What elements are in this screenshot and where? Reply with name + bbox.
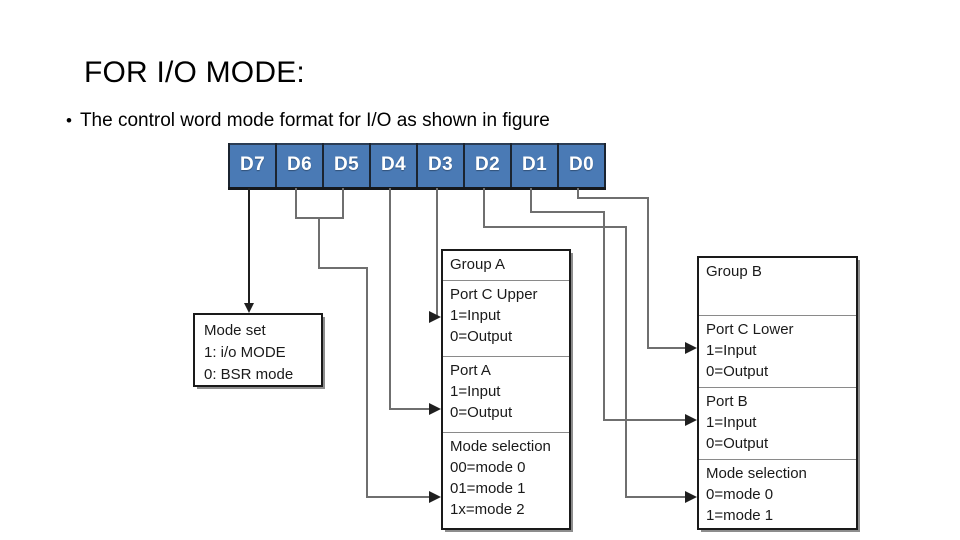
group-b-s3-line-2: 0=mode 0 [706,486,774,503]
group-a-s2-line-2: 1=Input [450,383,501,400]
group-b-s2-line-2: 1=Input [706,414,757,431]
mode-set-line-1: Mode set [204,322,266,339]
group-b-port-b-section: Port B 1=Input 0=Output [699,388,856,460]
bit-cell-d3[interactable]: D3 [418,143,465,187]
group-b-s2-line-1: Port B [706,393,748,410]
group-a-s1-line-1: Port C Upper [450,286,538,303]
group-a-s1-line-3: 0=Output [450,328,513,345]
arrow-group-a-mode-selection [429,491,441,503]
bullet-text: The control word mode format for I/O as … [79,110,550,131]
bit-cell-d6[interactable]: D6 [277,143,324,187]
group-b-s1-line-1: Port C Lower [706,321,794,338]
bit-cell-d0[interactable]: D0 [559,143,606,187]
page-title: FOR I/O MODE: [84,56,305,89]
bit-cell-d7[interactable]: D7 [228,143,277,187]
group-b-s3-line-1: Mode selection [706,465,807,482]
mode-set-box: Mode set 1: i/o MODE 0: BSR mode [193,313,323,387]
group-a-s2-line-3: 0=Output [450,404,513,421]
group-b-box: Group B Port C Lower 1=Input 0=Output Po… [697,256,858,530]
bit-cell-d1[interactable]: D1 [512,143,559,187]
group-b-title: Group B [706,263,762,280]
group-b-s1-line-2: 1=Input [706,342,757,359]
mode-set-line-2: 1: i/o MODE [204,344,286,361]
arrow-group-b-mode-selection [685,491,697,503]
group-a-s2-line-1: Port A [450,362,491,379]
group-a-port-a-section: Port A 1=Input 0=Output [443,357,569,433]
group-a-header: Group A [443,251,569,281]
group-b-port-c-lower-section: Port C Lower 1=Input 0=Output [699,316,856,388]
group-a-mode-selection-section: Mode selection 00=mode 0 01=mode 1 1x=mo… [443,433,569,528]
wire-d0-to-group-b-portc [577,188,687,349]
group-b-mode-selection-section: Mode selection 0=mode 0 1=mode 1 [699,460,856,530]
bullet-line: • The control word mode format for I/O a… [66,110,550,132]
arrow-group-b-port-c-lower [685,342,697,354]
arrow-group-a-port-c-upper [429,311,441,323]
group-b-s3-line-3: 1=mode 1 [706,507,774,524]
group-a-s3-line-1: Mode selection [450,438,551,455]
bit-cell-d2[interactable]: D2 [465,143,512,187]
mode-set-line-3: 0: BSR mode [204,366,294,383]
arrow-group-b-port-b [685,414,697,426]
bit-cell-d4[interactable]: D4 [371,143,418,187]
wire-d4-to-group-a-port-a [389,188,431,410]
wire-d6-d5-to-group-a-mode [318,218,431,498]
group-a-s3-line-4: 1x=mode 2 [450,501,525,518]
bullet-marker-icon: • [66,111,72,130]
mode-set-body: Mode set 1: i/o MODE 0: BSR mode [195,315,321,391]
group-a-s3-line-3: 01=mode 1 [450,480,526,497]
group-b-header: Group B [699,258,856,316]
group-a-title: Group A [450,256,506,273]
arrow-group-a-port-a [429,403,441,415]
group-a-port-c-upper-section: Port C Upper 1=Input 0=Output [443,281,569,357]
group-b-s2-line-3: 0=Output [706,435,769,452]
group-a-s1-line-2: 1=Input [450,307,501,324]
group-a-box: Group A Port C Upper 1=Input 0=Output Po… [441,249,571,530]
wire-d6-d5-bracket [295,188,344,219]
bit-cell-d5[interactable]: D5 [324,143,371,187]
group-b-s1-line-3: 0=Output [706,363,769,380]
wire-d3-to-group-a-portc [431,188,438,318]
control-word-bitfield: D7 D6 D5 D4 D3 D2 D1 D0 [228,143,606,187]
group-a-s3-line-2: 00=mode 0 [450,459,526,476]
arrow-mode-set [244,303,254,313]
